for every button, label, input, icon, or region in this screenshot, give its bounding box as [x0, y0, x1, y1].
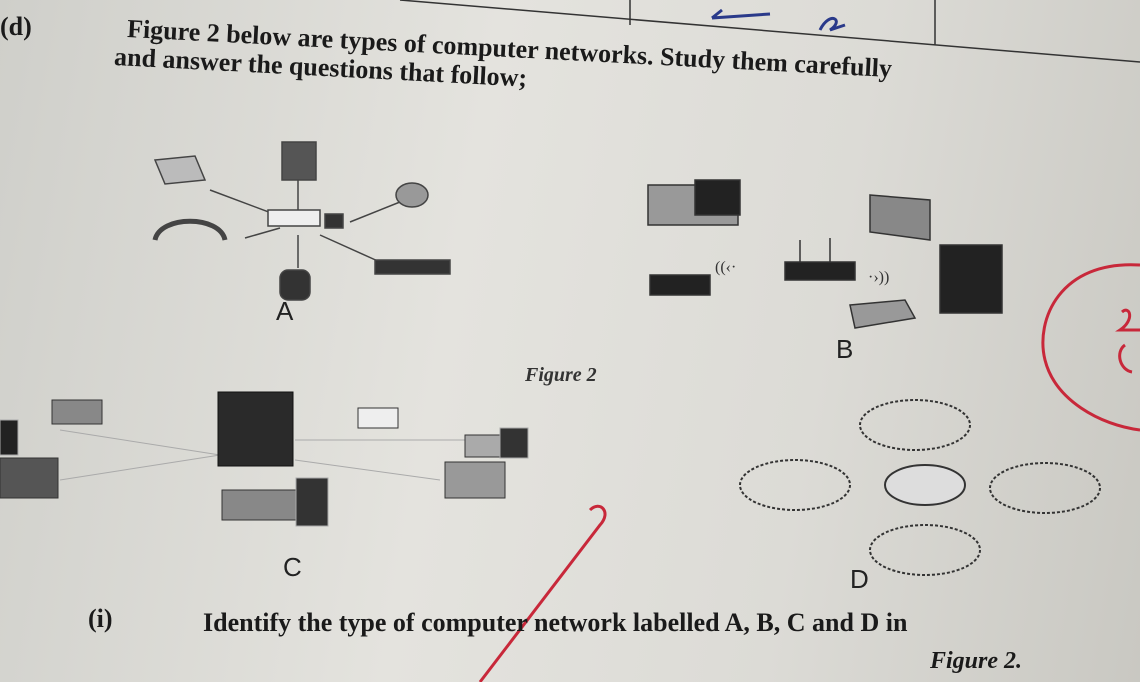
question-label: (d): [0, 12, 32, 41]
svg-text:((‹·: ((‹·: [715, 259, 736, 276]
sub-question-label: (i): [88, 604, 113, 633]
figure-caption: Figure 2: [525, 364, 597, 386]
pen-marks: [711, 8, 846, 32]
network-c-diagram: [0, 391, 529, 527]
sub-question-text-end: Figure 2.: [930, 648, 1023, 674]
svg-text:·›)): ·›)): [868, 269, 889, 286]
label-a: A: [276, 296, 294, 326]
network-a-diagram: [152, 141, 451, 301]
network-d-diagram: [739, 399, 1101, 576]
network-b-diagram: ((‹· ·›)): [647, 179, 1003, 329]
table-lines: [399, 0, 1140, 63]
sub-question-text: Identify the type of computer network la…: [203, 608, 908, 637]
red-pen-marks: [478, 263, 1140, 682]
label-c: C: [283, 552, 302, 582]
label-d: D: [850, 564, 869, 594]
label-b: B: [836, 334, 854, 364]
